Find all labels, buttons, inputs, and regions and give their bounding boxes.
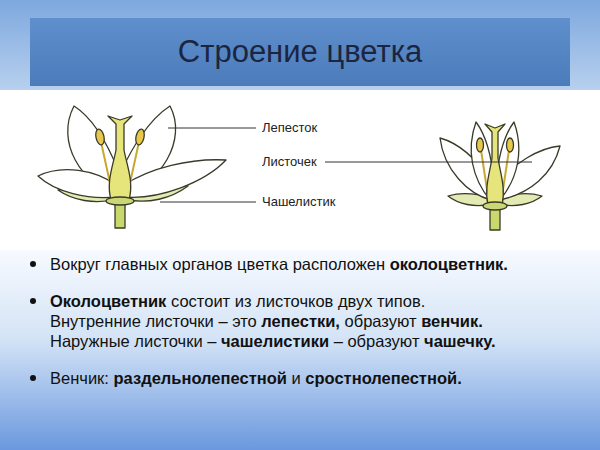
part-name: Чашелистик	[260, 194, 337, 209]
text-band	[0, 250, 600, 450]
leader-line	[160, 202, 256, 203]
petal	[38, 170, 116, 198]
leader-line	[168, 128, 256, 129]
title-bar	[30, 18, 570, 86]
body-text: Внутренние листочки – это	[50, 312, 257, 330]
body-text: Вокруг главных органов цветка расположен	[50, 255, 385, 273]
slide-title: Строение цветка	[30, 18, 570, 86]
part-name: Листочек	[260, 154, 319, 169]
receptacle	[483, 202, 507, 210]
bullet-dot	[30, 261, 36, 267]
anther	[477, 138, 484, 152]
picture-panel	[0, 90, 600, 250]
part-name: Лепесток	[260, 120, 319, 135]
leader-line	[325, 162, 532, 163]
bullet-list: Вокруг главных органов цветка расположен…	[26, 254, 576, 405]
body-text: состоит из листочков двух типов.	[171, 292, 425, 310]
body-text: образуют	[345, 312, 417, 330]
bullet-item: Венчик: раздельнолепестной и сростнолепе…	[26, 368, 576, 388]
key-term: чашечку.	[424, 332, 495, 350]
key-term: лепестки,	[261, 312, 340, 330]
bullet-item: Вокруг главных органов цветка расположен…	[26, 254, 576, 274]
receptacle	[106, 197, 134, 205]
body-text: – образуют	[334, 332, 420, 350]
anther	[507, 138, 514, 152]
body-text: Венчик:	[50, 369, 109, 387]
key-term: Околоцветник	[50, 292, 166, 310]
pistil	[485, 124, 505, 205]
key-term: чашелистики	[221, 332, 329, 350]
bullet-dot	[30, 298, 36, 304]
anther	[134, 128, 145, 145]
key-term: околоцветник.	[390, 255, 508, 273]
petal	[124, 160, 226, 198]
key-term: сростнолепестной.	[305, 369, 461, 387]
bullet-item: Околоцветник состоит из листочков двух т…	[26, 291, 576, 351]
key-term: раздельнолепестной	[114, 369, 287, 387]
key-term: венчик.	[421, 312, 483, 330]
body-text: Наружные листочки –	[50, 332, 216, 350]
top-band	[0, 0, 600, 90]
bullet-dot	[30, 375, 36, 381]
pistil	[108, 116, 132, 200]
body-text: и	[292, 369, 301, 387]
anther	[94, 128, 105, 145]
